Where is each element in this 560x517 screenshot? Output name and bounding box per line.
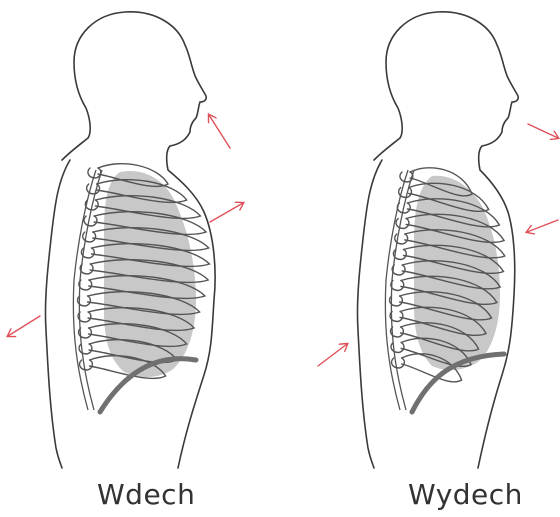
inhale-mouth-arrow — [209, 115, 230, 148]
vertebra — [83, 232, 96, 242]
vertebra — [392, 358, 405, 368]
exhale-diaphragm — [412, 354, 504, 412]
inhale-figure — [45, 12, 215, 468]
exhale-chest-arrow — [527, 220, 558, 232]
inhale-label: Wdech — [97, 478, 195, 511]
vertebra — [391, 281, 404, 291]
vertebra — [396, 219, 409, 229]
inhale-chest-arrow — [210, 203, 243, 222]
inhale-diaphragm — [100, 359, 196, 412]
inhale-back-arrow — [8, 316, 40, 336]
exhale-label: Wydech — [408, 478, 523, 511]
exhale-mouth-arrow — [528, 124, 558, 138]
exhale-figure — [357, 12, 518, 468]
vertebra — [84, 216, 97, 226]
exhale-back-arrow — [318, 344, 347, 366]
vertebra — [80, 360, 93, 370]
vertebra — [79, 280, 92, 290]
